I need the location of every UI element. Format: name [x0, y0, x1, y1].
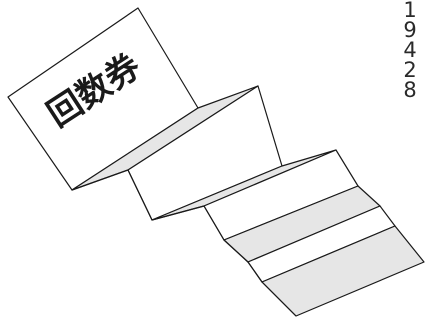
side-number-digit: 8 — [403, 78, 417, 102]
fold-left-edge — [71, 169, 297, 317]
side-number-digit: 4 — [403, 38, 417, 62]
side-vertical-number: 1 9 4 2 8 — [400, 0, 420, 102]
side-number-digit: 2 — [403, 58, 417, 82]
side-number-digit: 1 — [403, 0, 417, 22]
side-number-digit: 9 — [403, 18, 417, 42]
